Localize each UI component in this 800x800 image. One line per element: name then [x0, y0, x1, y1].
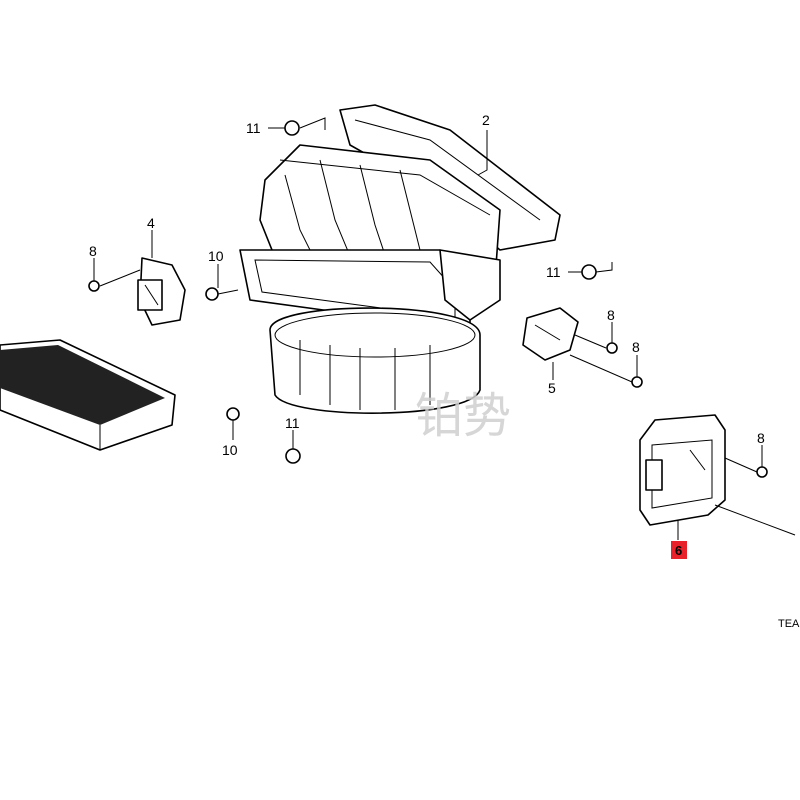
leader-lines — [93, 117, 796, 540]
bolt-11b-icon — [285, 448, 301, 464]
callout-11a: 11 — [246, 120, 261, 136]
callout-10b: 10 — [222, 442, 238, 458]
reference-code: TEA — [778, 618, 800, 630]
screw-8a-icon — [88, 280, 100, 292]
callout-8d: 8 — [757, 430, 765, 446]
bolt-11a-icon — [284, 120, 300, 136]
screw-8b-icon — [606, 342, 618, 354]
callout-6: 6 — [675, 543, 682, 558]
bolt-11c-icon — [581, 264, 597, 280]
part-5-servo-motor — [522, 307, 579, 361]
screw-8d-icon — [756, 466, 768, 478]
callout-11b: 11 — [285, 415, 300, 431]
callout-8a: 8 — [89, 243, 97, 259]
callout-4: 4 — [147, 215, 155, 231]
callout-10a: 10 — [208, 248, 224, 264]
callout-2: 2 — [482, 112, 490, 128]
callout-5: 5 — [548, 380, 556, 396]
blower-housing — [239, 104, 561, 414]
bolt-10b-icon — [226, 407, 240, 421]
bolt-10a-icon — [205, 287, 219, 301]
callout-8b: 8 — [607, 307, 615, 323]
callout-labels: 11 2 4 8 10 11 8 8 5 8 11 10 6 — [89, 112, 765, 559]
cabin-filter — [0, 339, 176, 451]
watermark-text: 铂势 — [415, 388, 511, 444]
highlight-box — [671, 541, 687, 559]
screw-8c-icon — [631, 376, 643, 388]
bolts — [88, 120, 768, 478]
part-6-control-unit — [639, 414, 726, 526]
callout-8c: 8 — [632, 339, 640, 355]
part-4-resistor — [137, 257, 186, 326]
callout-11c: 11 — [546, 264, 561, 280]
